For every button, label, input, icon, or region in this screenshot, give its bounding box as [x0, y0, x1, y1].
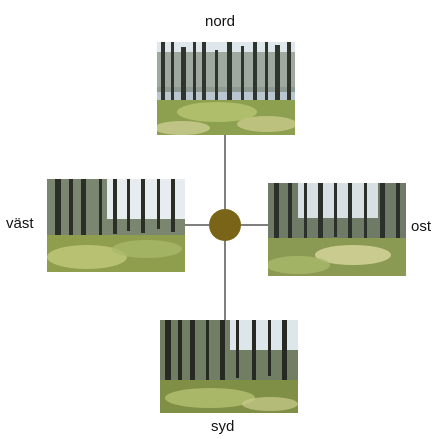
center-dot [209, 209, 241, 241]
south-forest-photo [160, 320, 298, 413]
east-label: ost [411, 218, 432, 235]
north-label: nord [205, 13, 236, 30]
south-label: syd [211, 418, 235, 435]
west-label: väst [6, 215, 34, 232]
north-forest-photo [157, 42, 295, 135]
east-forest-photo [268, 183, 406, 276]
west-forest-photo [47, 179, 185, 272]
